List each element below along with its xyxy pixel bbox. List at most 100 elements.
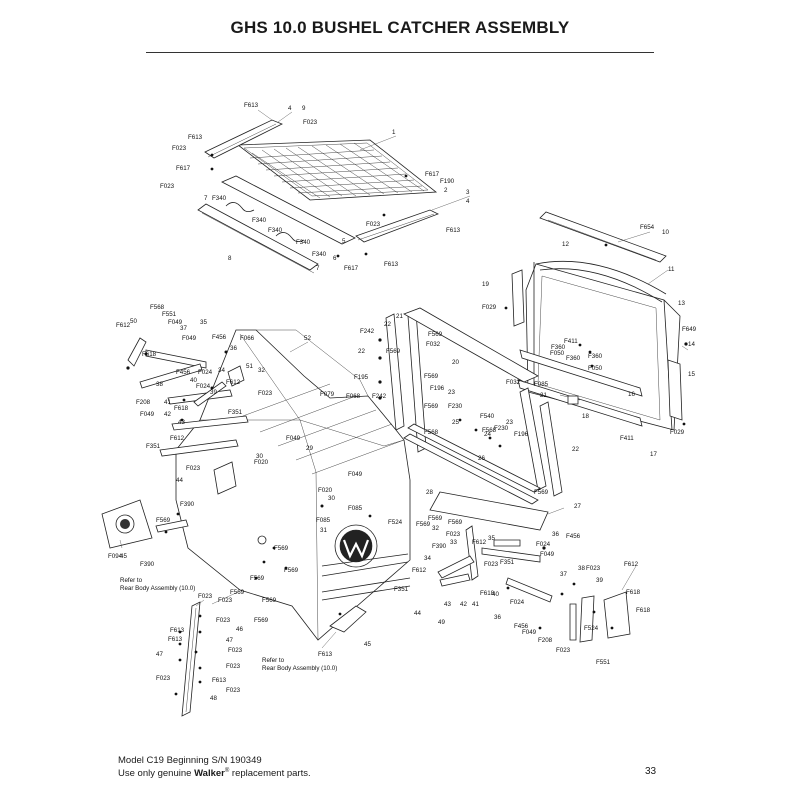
callout-label: F613 [212, 677, 227, 684]
callout-label: F094 [108, 553, 123, 560]
callout-label: F390 [140, 561, 155, 568]
callout-label: F085 [534, 381, 549, 388]
callout-label: 34 [424, 555, 431, 562]
callout-label: F360 [551, 344, 566, 351]
callout-label: 41 [472, 601, 479, 608]
callout-label: F195 [354, 374, 369, 381]
callout-label: F066 [240, 335, 255, 342]
callout-label: F551 [162, 311, 177, 318]
callout-label: F649 [682, 326, 697, 333]
callout-label: F613 [318, 651, 333, 658]
callout-label: F456 [514, 623, 529, 630]
callout-label: F569 [250, 575, 265, 582]
callout-label: F068 [346, 393, 361, 400]
callout-label: F020 [318, 487, 333, 494]
callout-label: F023 [216, 617, 231, 624]
reference-note-line: Refer to [262, 657, 285, 664]
callout-label: F569 [424, 403, 439, 410]
callout-label: F456 [566, 533, 581, 540]
callout-label: F612 [472, 539, 487, 546]
callout-label: 7 [316, 265, 320, 272]
callout-label: F340 [296, 239, 311, 246]
callout-label: F568 [482, 427, 497, 434]
callout-label: F340 [268, 227, 283, 234]
callout-label: 8 [228, 255, 232, 262]
callout-label: F029 [670, 429, 685, 436]
callout-label: F049 [540, 551, 555, 558]
callout-label: F351 [500, 559, 515, 566]
callout-label: 22 [384, 321, 391, 328]
callout-label: F612 [624, 561, 639, 568]
callout-label: 42 [460, 601, 467, 608]
callout-label: F569 [254, 617, 269, 624]
callout-label: F024 [198, 369, 213, 376]
callout-label: 47 [156, 651, 163, 658]
callout-label: F023 [156, 675, 171, 682]
callout-label: F617 [176, 165, 191, 172]
callout-label: 5 [342, 238, 346, 245]
footer-brand: Walker [194, 768, 225, 780]
callout-label: F023 [186, 465, 201, 472]
callout-label: F569 [386, 348, 401, 355]
hopper-body-group [175, 329, 411, 641]
callout-label: 52 [304, 335, 311, 342]
callout-label: F351 [146, 443, 161, 450]
callout-label: F242 [372, 393, 387, 400]
callout-label: F049 [348, 471, 363, 478]
callout-label: F023 [446, 531, 461, 538]
callout-label: 47 [226, 637, 233, 644]
callout-label: F612 [412, 567, 427, 574]
callout-label: 39 [210, 389, 217, 396]
callout-label: 12 [562, 241, 569, 248]
callout-label: F618 [636, 607, 651, 614]
callout-label: F023 [198, 593, 213, 600]
callout-label: 32 [258, 367, 265, 374]
callout-label: F049 [182, 335, 197, 342]
callout-label: F190 [440, 178, 455, 185]
callout-label: 48 [210, 695, 217, 702]
callout-label: F569 [156, 517, 171, 524]
callout-label: F613 [168, 636, 183, 643]
callout-label: 29 [306, 445, 313, 452]
callout-label: 17 [650, 451, 657, 458]
callout-label: F612 [170, 435, 185, 442]
callout-label: F208 [136, 399, 151, 406]
callout-label: 37 [560, 571, 567, 578]
callout-label: F551 [596, 659, 611, 666]
callout-label: F613 [188, 134, 203, 141]
callout-label: F079 [320, 391, 335, 398]
callout-label: 49 [438, 619, 445, 626]
callout-label: 23 [506, 419, 513, 426]
callout-label: F196 [514, 431, 529, 438]
callout-label: F569 [424, 373, 439, 380]
callout-label: F612 [226, 379, 241, 386]
callout-label: F613 [446, 227, 461, 234]
callout-label: F023 [226, 687, 241, 694]
callout-label: F196 [430, 385, 445, 392]
callout-label: 22 [358, 348, 365, 355]
callout-label: 32 [432, 525, 439, 532]
callout-labels: F613 4 9 F023 1 F613 F023 F617 F023 F617… [108, 102, 697, 702]
callout-label: 45 [364, 641, 371, 648]
callout-label: F569 [448, 519, 463, 526]
callout-label: F023 [366, 221, 381, 228]
callout-label: 30 [328, 495, 335, 502]
bottom-strap-group [174, 601, 202, 717]
reference-note-line: Refer to [120, 577, 143, 584]
callout-label: 2 [444, 187, 448, 194]
footer: Model C19 Beginning S/N 190349 Use only … [118, 755, 311, 779]
callout-label: 34 [218, 367, 225, 374]
callout-label: 35 [200, 319, 207, 326]
callout-label: F569 [534, 489, 549, 496]
callout-label: F524 [584, 625, 599, 632]
callout-label: F569 [416, 521, 431, 528]
callout-label: 44 [176, 477, 183, 484]
footer-model-line: Model C19 Beginning S/N 190349 [118, 755, 262, 766]
callout-label: 15 [688, 371, 695, 378]
callout-label: F456 [212, 334, 227, 341]
reference-note-line: Rear Body Assembly (10.0) [120, 585, 195, 592]
screen-panel-group [197, 119, 439, 274]
callout-label: 21 [396, 313, 403, 320]
callout-label: F617 [425, 171, 440, 178]
callout-label: F023 [226, 663, 241, 670]
